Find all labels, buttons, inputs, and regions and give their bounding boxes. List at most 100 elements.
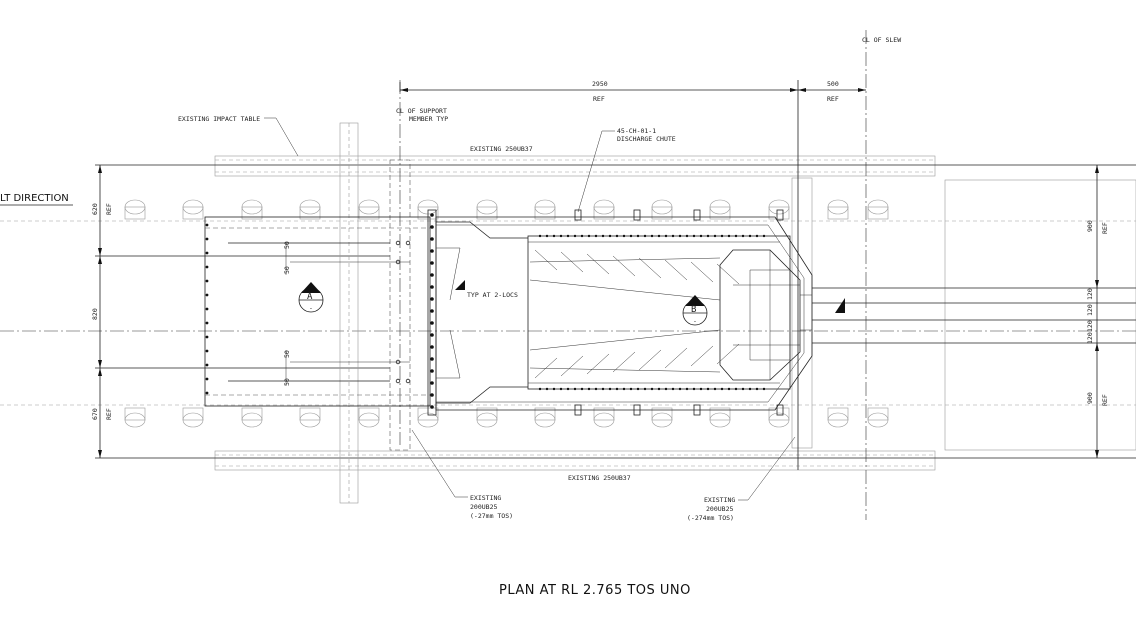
- dim-left-bot-ref: REF: [105, 408, 113, 420]
- bolt: [748, 234, 752, 238]
- idler-roll-body: [534, 407, 556, 421]
- bolt: [205, 349, 209, 353]
- idler-roll-body: [593, 206, 615, 220]
- liner-line: [690, 261, 714, 283]
- bolt: [545, 234, 549, 238]
- bolt: [552, 234, 556, 238]
- left-plate: [204, 216, 431, 407]
- bolt: [205, 363, 209, 367]
- dim-top-side: 500: [827, 80, 839, 88]
- liner-line: [560, 251, 584, 273]
- existing-beam-bottom: [214, 450, 936, 471]
- label-exist-left-1: EXISTING: [470, 494, 501, 502]
- liner-line: [716, 263, 740, 285]
- bolt: [205, 307, 209, 311]
- dim-right-top: 900: [1086, 220, 1094, 232]
- idler-roll-body: [651, 206, 673, 220]
- dim-right-top-ref: REF: [1101, 222, 1109, 234]
- chute-liners: [529, 249, 740, 379]
- left-dimensions: [98, 165, 102, 458]
- chute-clamp: [574, 209, 582, 221]
- bolts-flange: [430, 213, 434, 409]
- dim-50-b: 50: [283, 266, 291, 274]
- idler-roll-body: [827, 407, 849, 421]
- bolt: [430, 345, 434, 349]
- bolt: [692, 387, 696, 391]
- bolt: [430, 405, 434, 409]
- bolt: [559, 234, 563, 238]
- bolt: [755, 387, 759, 391]
- bolt: [685, 234, 689, 238]
- idler-roll-body: [867, 407, 889, 421]
- label-impact-table: EXISTING IMPACT TABLE: [178, 115, 260, 123]
- idler-roll-body: [182, 206, 204, 220]
- liner-line: [534, 357, 558, 379]
- bolt: [205, 265, 209, 269]
- leader-impact-table: [264, 117, 299, 157]
- bolt: [720, 234, 724, 238]
- bolt: [430, 273, 434, 277]
- bolt: [205, 293, 209, 297]
- idler-roll-body: [709, 407, 731, 421]
- idler-roll-body: [241, 407, 263, 421]
- idler-roll-body: [124, 206, 146, 220]
- dim-right-mid-4: 120: [1086, 332, 1094, 344]
- label-exist-left-2: 200UB25: [470, 503, 497, 511]
- liner-line: [586, 253, 610, 275]
- dim-left-top: 620: [91, 203, 99, 215]
- bolts-left-plate: [205, 223, 411, 395]
- bolt: [205, 237, 209, 241]
- idler-roll-body: [867, 206, 889, 220]
- bolt: [430, 369, 434, 373]
- drawing-title: PLAN AT RL 2.765 TOS UNO: [499, 583, 691, 598]
- bolt: [650, 234, 654, 238]
- bolt: [657, 234, 661, 238]
- liner-line: [638, 257, 662, 279]
- bolt: [664, 234, 668, 238]
- section-b-letter: B: [691, 305, 696, 315]
- existing-beam-top: [214, 155, 936, 177]
- bolt: [205, 321, 209, 325]
- label-exist-right-3: (-274mm TOS): [687, 514, 734, 522]
- bolt: [205, 251, 209, 255]
- bolt: [741, 234, 745, 238]
- bolt: [545, 387, 549, 391]
- support-column: [339, 122, 359, 504]
- bolt: [748, 387, 752, 391]
- bolt: [762, 234, 766, 238]
- label-cl-support-2: MEMBER TYP: [409, 115, 448, 123]
- label-exist-right-2: 200UB25: [706, 505, 733, 513]
- bolt: [205, 279, 209, 283]
- idler-roll-body: [709, 206, 731, 220]
- label-exist-right-1: EXISTING: [704, 496, 735, 504]
- bolt: [629, 234, 633, 238]
- bolt: [727, 387, 731, 391]
- chute-clamp: [776, 404, 784, 416]
- liner-line: [586, 353, 610, 375]
- bolt: [430, 333, 434, 337]
- dim-top-main: 2950: [592, 80, 608, 88]
- bolt: [430, 321, 434, 325]
- idler-rolls-bottom: [124, 407, 889, 428]
- chute-clamp: [693, 404, 701, 416]
- bolt: [430, 237, 434, 241]
- bolt: [636, 387, 640, 391]
- bolt: [538, 387, 542, 391]
- bolt: [205, 391, 209, 395]
- liner-line: [612, 255, 636, 277]
- bolt: [664, 387, 668, 391]
- liner-edge: [529, 257, 721, 263]
- leader-chute: [577, 130, 615, 213]
- dim-top-main-ref: REF: [593, 95, 605, 103]
- bolt: [430, 393, 434, 397]
- liner-edge: [529, 367, 721, 373]
- bolt: [538, 234, 542, 238]
- leader-exist-right: [738, 436, 796, 501]
- bolt: [587, 387, 591, 391]
- bolt: [566, 387, 570, 391]
- dim-right-mid-2: 120: [1086, 304, 1094, 316]
- label-exist-left-3: (-27mm TOS): [470, 512, 513, 520]
- bolt: [706, 387, 710, 391]
- bolt: [405, 240, 411, 246]
- section-b-sheet: -: [693, 317, 697, 325]
